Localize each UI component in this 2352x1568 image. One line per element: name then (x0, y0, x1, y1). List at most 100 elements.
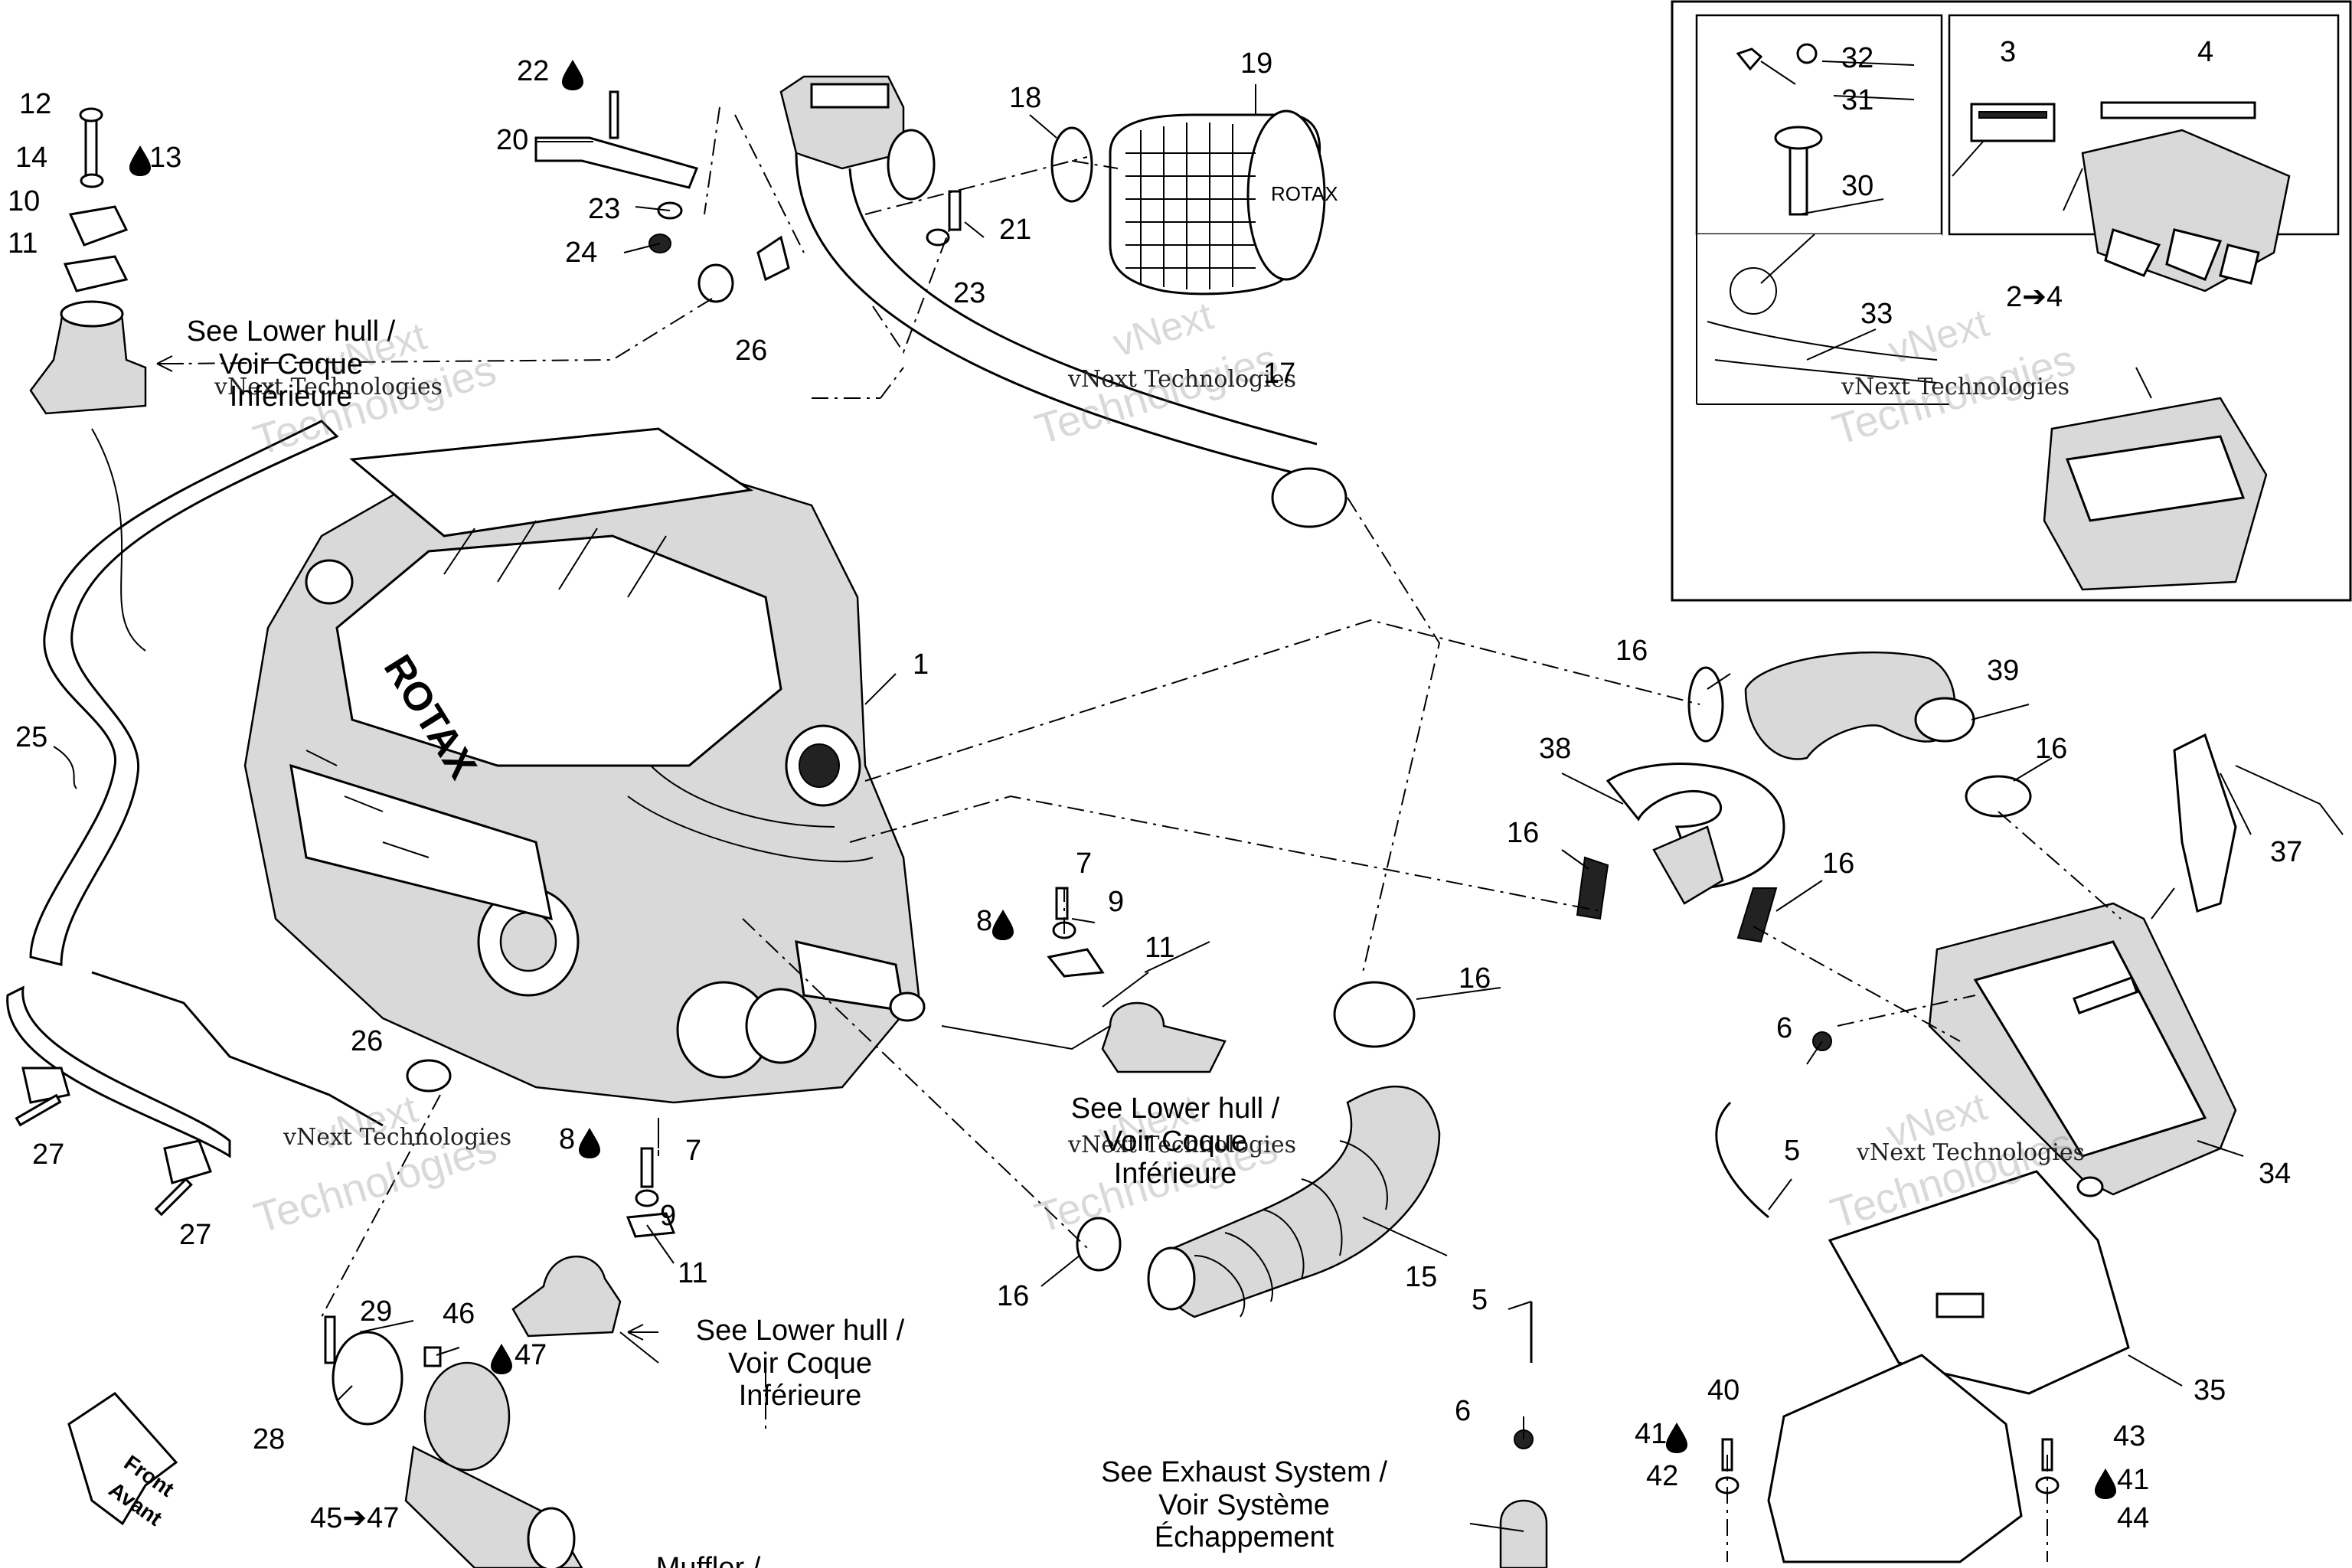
intercooler (1928, 733, 2344, 1197)
clamp-group-lower-left (15, 1059, 452, 1217)
front-arrow: Front Avant (67, 1392, 178, 1530)
callout-15: 15 (1405, 1261, 1437, 1293)
callout-29: 29 (360, 1295, 392, 1328)
note-lower-hull-1-line1: See Lower hull / (187, 315, 396, 348)
note-lower-hull-3-line3: Inférieure (739, 1380, 862, 1412)
callout-1: 1 (913, 648, 929, 681)
callout-8a: 8 (976, 905, 992, 937)
callout-13: 13 (149, 142, 181, 174)
note-lower-hull-1: See Lower hull / Voir Coque Inférieure (156, 315, 396, 413)
watermark-small-5: vNext Technologies (1067, 1132, 1296, 1158)
note-lower-hull-2-line1: See Lower hull / (1071, 1093, 1280, 1125)
callout-27a: 27 (32, 1138, 64, 1171)
callout-46: 46 (443, 1298, 475, 1330)
filter-mesh (1125, 122, 1256, 289)
callout-16b: 16 (2035, 733, 2067, 765)
mounting-plate (1715, 1170, 2130, 1563)
hose-25 (91, 971, 384, 1127)
note-lower-hull-1-line2: Voir Coque (219, 348, 363, 381)
air-intake-group: ROTAX (534, 75, 1348, 528)
callout-2-to-4: 2➔4 (2006, 281, 2063, 313)
callout-7b: 7 (685, 1135, 701, 1167)
callout-16e: 16 (1459, 962, 1491, 995)
callout-43: 43 (2113, 1420, 2145, 1452)
callout-33: 33 (1860, 298, 1893, 330)
vent-hoses (1499, 1031, 1832, 1568)
note-lower-hull-2-line3: Inférieure (1114, 1158, 1237, 1190)
callout-40: 40 (1707, 1374, 1740, 1406)
callout-41b: 41 (2117, 1464, 2149, 1496)
callout-32: 32 (1841, 42, 1873, 74)
callout-18: 18 (1009, 82, 1041, 114)
drop-icon (579, 1128, 600, 1158)
callout-5a: 5 (1784, 1135, 1800, 1167)
callout-38: 38 (1539, 733, 1571, 765)
callout-7a: 7 (1076, 848, 1092, 880)
drop-icon (992, 910, 1014, 940)
callout-35: 35 (2194, 1374, 2226, 1406)
callout-30: 30 (1841, 170, 1873, 202)
callout-23a: 23 (588, 193, 620, 225)
callout-28: 28 (253, 1423, 285, 1455)
callout-6b: 6 (1455, 1395, 1471, 1427)
drop-icon (491, 1344, 512, 1374)
callout-41a: 41 (1635, 1418, 1667, 1450)
callout-26b: 26 (351, 1025, 383, 1057)
note-exhaust-line2: Voir Système (1158, 1489, 1330, 1521)
note-lower-hull-1-line3: Inférieure (230, 381, 353, 413)
engine-assembly: ROTAX (243, 427, 926, 1104)
intercooler-hoses (1576, 651, 2032, 943)
callout-20: 20 (496, 124, 528, 156)
callout-10: 10 (8, 185, 40, 217)
callout-21: 21 (999, 214, 1031, 246)
callout-19: 19 (1240, 47, 1272, 80)
callout-45-to-47: 45➔47 (310, 1502, 399, 1534)
note-lower-hull-2-line2: Voir Coque (1103, 1125, 1247, 1158)
drop-icon (562, 60, 583, 90)
hose-15 (1076, 981, 1441, 1318)
note-exhaust-line1: See Exhaust System / (1101, 1456, 1387, 1488)
callout-26a: 26 (735, 335, 767, 367)
callout-11c: 11 (678, 1257, 707, 1289)
note-lower-hull-3-line1: See Lower hull / (696, 1315, 905, 1347)
callout-34: 34 (2259, 1158, 2291, 1190)
callout-numbers: 1 2➔4 3 4 5 5 6 6 7 7 8 8 9 9 10 11 11 1… (8, 36, 2302, 1534)
drop-icons (129, 60, 2116, 1499)
callout-22: 22 (517, 55, 549, 87)
callout-27b: 27 (179, 1219, 211, 1251)
note-exhaust: See Exhaust System / Voir Système Échapp… (1101, 1456, 1387, 1553)
note-exhaust-line3: Échappement (1155, 1521, 1334, 1553)
filter-brand-label: ROTAX (1271, 182, 1338, 205)
callout-25: 25 (15, 721, 47, 753)
leader-lines (53, 60, 2252, 1562)
callout-14: 14 (15, 142, 47, 174)
watermark-small-6: vNext Technologies (1856, 1139, 2085, 1166)
callout-16a: 16 (1615, 635, 1648, 667)
drop-icon (1666, 1423, 1687, 1453)
callout-16f: 16 (997, 1280, 1029, 1312)
engine-mount-left (29, 107, 147, 415)
engine-mount-center (511, 887, 1227, 1338)
callout-16c: 16 (1507, 817, 1539, 849)
callout-11b: 11 (1145, 932, 1174, 964)
watermark-small-2: vNext Technologies (1067, 366, 1296, 393)
note-lower-hull-3: See Lower hull / Voir Coque Inférieure (627, 1315, 905, 1412)
callout-16d: 16 (1822, 848, 1854, 880)
exhaust-coupler (324, 1315, 583, 1568)
watermark-small-4: vNext Technologies (283, 1124, 511, 1151)
callout-23b: 23 (953, 277, 985, 309)
callout-3: 3 (2000, 36, 2016, 68)
callout-17: 17 (1263, 358, 1295, 390)
callout-42: 42 (1646, 1460, 1678, 1492)
callout-4: 4 (2197, 36, 2213, 68)
callout-47: 47 (514, 1339, 547, 1371)
callout-31: 31 (1841, 84, 1873, 116)
callout-11a: 11 (8, 227, 38, 260)
callout-37: 37 (2270, 836, 2302, 868)
callout-5b: 5 (1472, 1284, 1488, 1316)
callout-9b: 9 (660, 1200, 676, 1232)
drop-icon (129, 145, 151, 176)
callout-6a: 6 (1776, 1012, 1792, 1044)
drop-icon (2095, 1468, 2116, 1499)
watermark-small-3: vNext Technologies (1841, 374, 2069, 400)
